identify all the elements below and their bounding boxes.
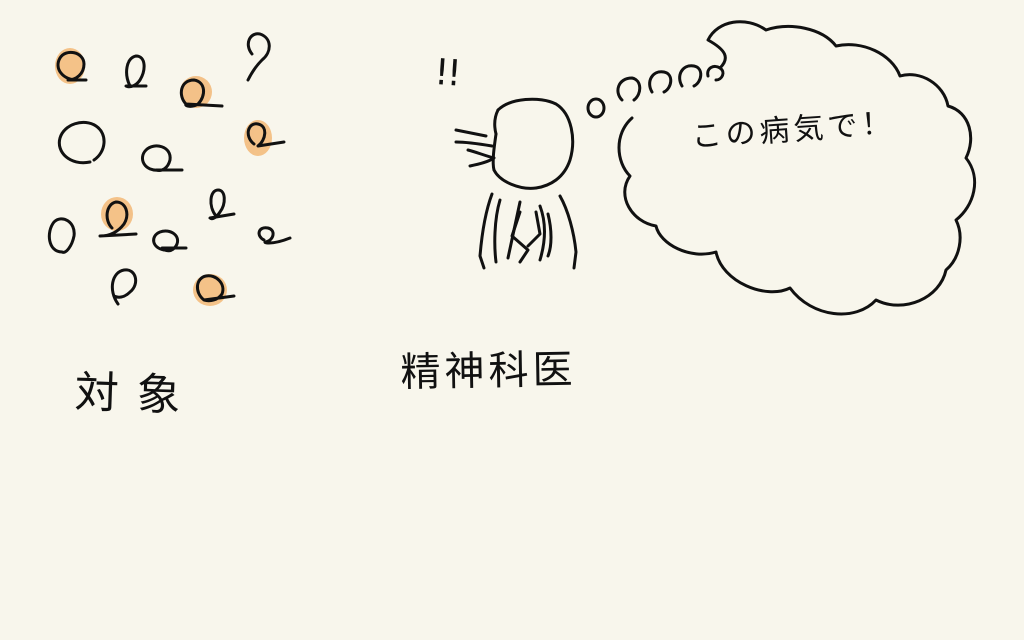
- group-label: 対象: [73, 366, 200, 423]
- highlight-marks: [55, 48, 272, 306]
- subject-loop: [124, 54, 148, 89]
- subject-loop: [152, 229, 188, 253]
- subject-loop: [47, 217, 76, 254]
- psychiatrist-label: 精神科医: [400, 346, 577, 396]
- thought-cloud: [617, 20, 977, 316]
- subject-loop: [179, 78, 224, 108]
- subject-loop: [98, 200, 138, 238]
- exclamation-text: !!: [433, 52, 461, 95]
- subject-loop: [57, 121, 106, 165]
- subject-loop: [56, 50, 88, 82]
- subject-loops: [47, 32, 292, 306]
- subject-loop: [110, 268, 138, 306]
- psychiatrist-figure: [454, 97, 578, 270]
- subject-loop: [257, 226, 292, 245]
- subject-loop: [196, 274, 236, 303]
- thought-dots: [586, 64, 725, 119]
- subject-loop: [208, 188, 236, 221]
- subject-loop: [246, 122, 286, 148]
- subject-loop: [246, 32, 271, 82]
- subject-loop: [141, 144, 184, 172]
